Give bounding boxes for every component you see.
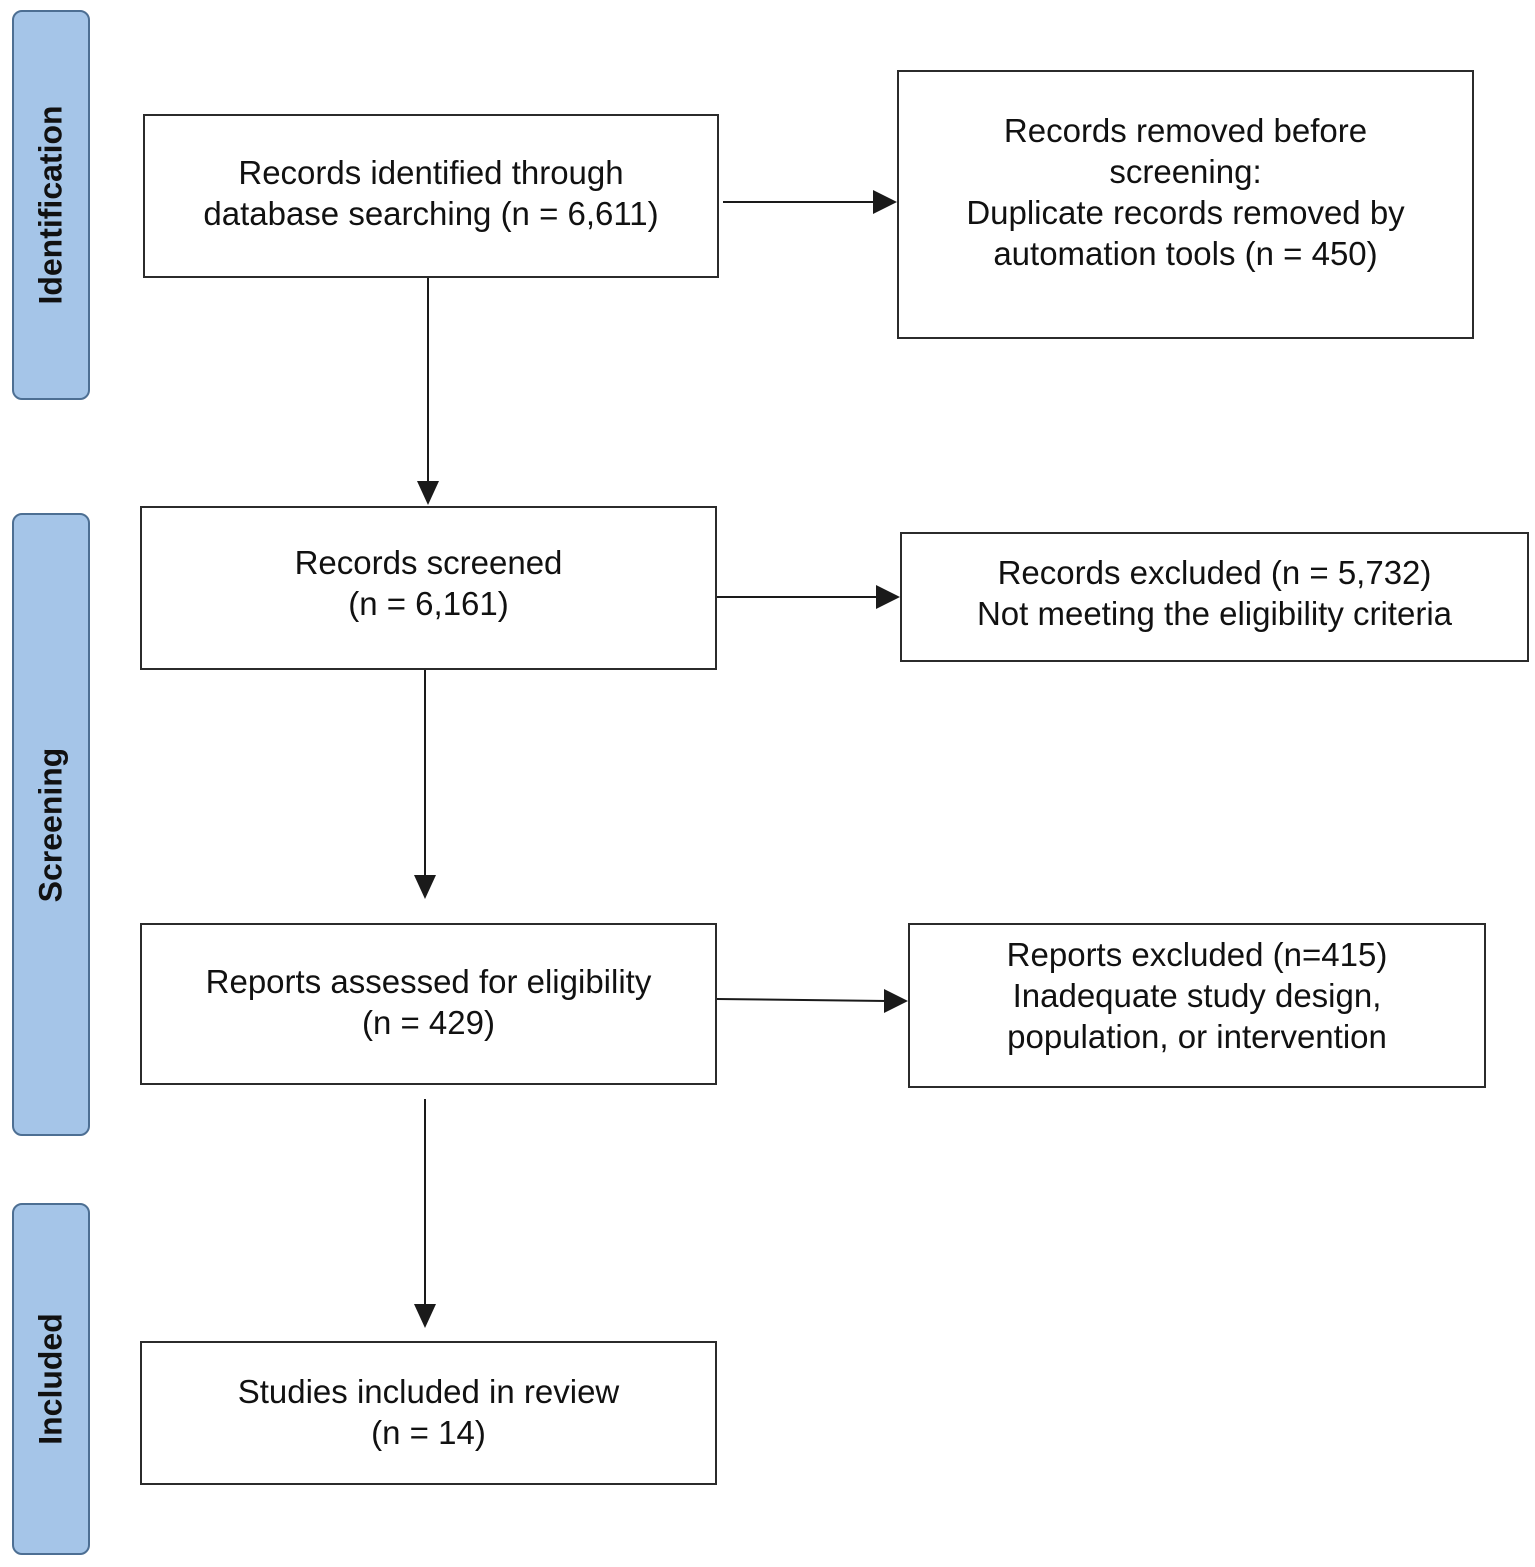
phase-screening: Screening	[12, 513, 90, 1136]
arrow-assessed-to-excluded	[716, 998, 888, 1002]
box-records-removed-line-2: screening:	[1109, 153, 1262, 190]
arrow-head-screened-to-assessed	[414, 875, 436, 899]
arrow-head-identified-to-removed	[873, 190, 897, 214]
box-studies-included: Studies included in review (n = 14)	[140, 1341, 717, 1485]
box-reports-excluded-line-2: Inadequate study design,	[1012, 977, 1382, 1014]
phase-identification: Identification	[12, 10, 90, 400]
box-records-identified: Records identified through database sear…	[143, 114, 719, 278]
phase-included: Included	[12, 1203, 90, 1555]
box-reports-excluded: Reports excluded (n=415) Inadequate stud…	[908, 923, 1486, 1088]
box-reports-assessed: Reports assessed for eligibility (n = 42…	[140, 923, 717, 1085]
arrow-head-assessed-to-included	[414, 1304, 436, 1328]
box-records-removed-line-1: Records removed before	[1003, 112, 1368, 149]
box-studies-included-line-1: Studies included in review	[237, 1373, 620, 1410]
arrow-head-assessed-to-excluded	[884, 989, 908, 1013]
box-records-excluded-line-1: Records excluded (n = 5,732)	[997, 554, 1432, 591]
box-records-identified-line-2: database searching (n = 6,611)	[203, 195, 659, 232]
box-records-removed: Records removed before screening: Duplic…	[897, 70, 1474, 339]
box-records-excluded: Records excluded (n = 5,732) Not meeting…	[900, 532, 1529, 662]
box-records-screened: Records screened (n = 6,161)	[140, 506, 717, 670]
box-records-screened-line-2: (n = 6,161)	[348, 585, 509, 622]
box-records-excluded-line-2: Not meeting the eligibility criteria	[976, 595, 1453, 632]
box-records-removed-line-3: Duplicate records removed by	[966, 194, 1405, 231]
box-records-removed-line-4: automation tools (n = 450)	[993, 235, 1378, 272]
box-reports-excluded-line-1: Reports excluded (n=415)	[1006, 936, 1388, 973]
box-reports-assessed-line-2: (n = 429)	[361, 1004, 495, 1041]
box-records-identified-line-1: Records identified through	[238, 154, 624, 191]
arrow-head-identified-to-screened	[417, 481, 439, 505]
box-studies-included-line-2: (n = 14)	[371, 1414, 486, 1451]
box-reports-excluded-line-3: population, or intervention	[1007, 1018, 1387, 1055]
arrow-head-screened-to-excluded	[876, 585, 900, 609]
box-records-screened-line-1: Records screened	[294, 544, 563, 581]
box-reports-assessed-line-1: Reports assessed for eligibility	[205, 963, 652, 1000]
